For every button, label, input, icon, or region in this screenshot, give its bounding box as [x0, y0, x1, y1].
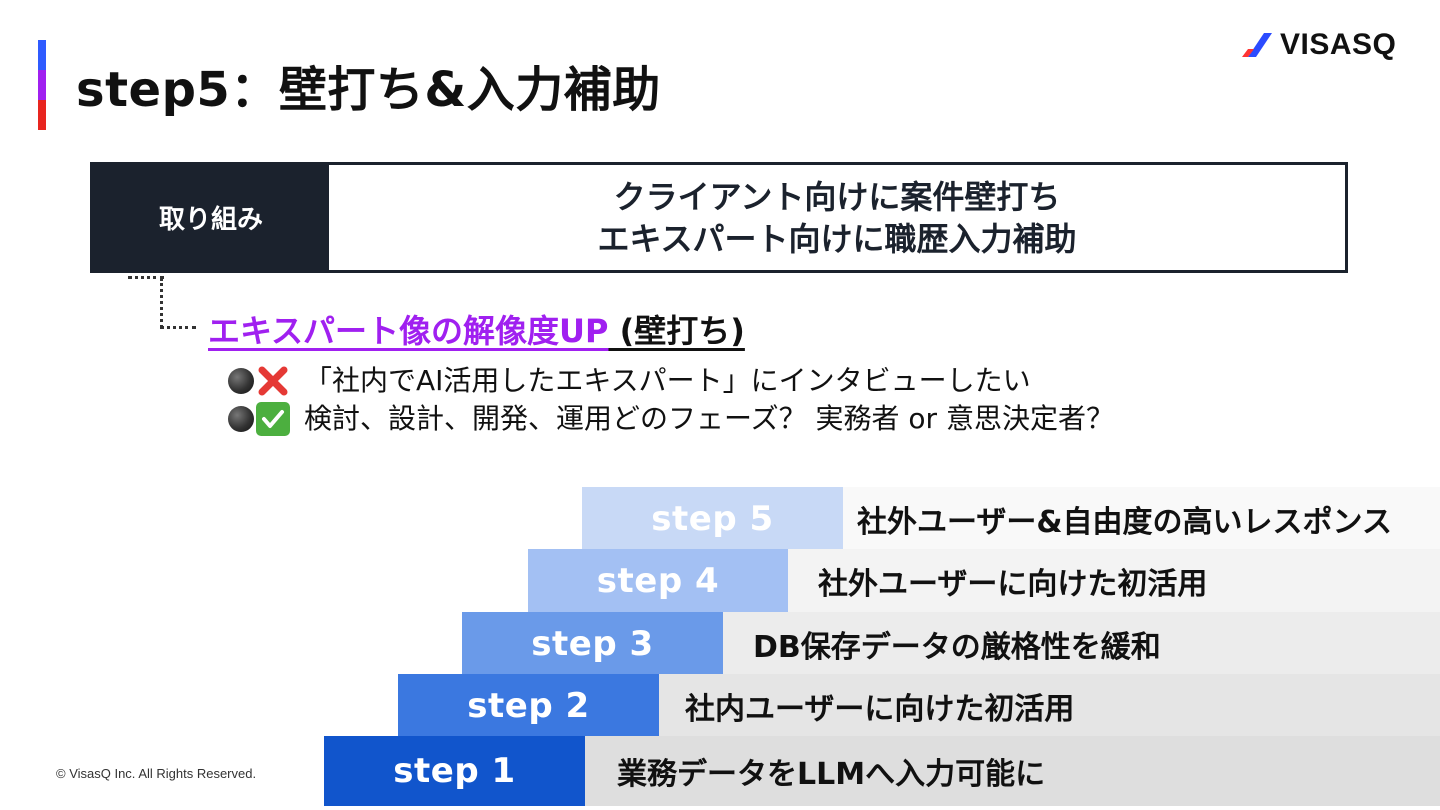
dotted-connector-bottom	[160, 326, 196, 329]
step-2-description: 社内ユーザーに向けた初活用	[659, 674, 1440, 737]
accent-segment-purple	[38, 70, 46, 100]
logo-text: VISASQ	[1280, 28, 1397, 61]
subheading: エキスパート像の解像度UP (壁打ち)	[208, 306, 745, 352]
bullet-item-bad: 「社内でAI活用したエキスパート」にインタビューしたい	[228, 362, 1114, 400]
initiative-line-2: エキスパート向けに職歴入力補助	[597, 219, 1077, 258]
bullet-text-good: 検討、設計、開発、運用どのフェーズ？ 実務者 or 意思決定者？	[304, 402, 1114, 435]
slash-mark-icon	[1242, 33, 1272, 57]
visasq-logo: VISASQ	[1242, 28, 1396, 62]
step-1-description: 業務データをLLMへ入力可能に	[585, 736, 1440, 806]
dotted-connector-top	[128, 276, 164, 279]
step-4-description: 社外ユーザーに向けた初活用	[788, 549, 1440, 612]
bullet-item-good: 検討、設計、開発、運用どのフェーズ？ 実務者 or 意思決定者？	[228, 400, 1114, 438]
black-circle-icon	[228, 368, 254, 394]
step-5-label: step 5	[582, 487, 843, 550]
bullet-text-bad: 「社内でAI活用したエキスパート」にインタビューしたい	[304, 364, 1031, 397]
step-2-label: step 2	[398, 674, 659, 737]
black-circle-icon	[228, 406, 254, 432]
slide-title: step5：壁打ち&入力補助	[76, 62, 661, 118]
initiative-box: 取り組み クライアント向けに案件壁打ち エキスパート向けに職歴入力補助	[90, 162, 1348, 273]
accent-segment-red	[38, 100, 46, 130]
initiative-label: 取り組み	[93, 165, 329, 270]
red-cross-icon	[258, 366, 288, 396]
subheading-highlight: エキスパート像の解像度UP	[208, 312, 609, 350]
step-3-description: DB保存データの厳格性を緩和	[723, 612, 1440, 675]
dotted-connector-vertical	[160, 278, 163, 328]
step-5-description: 社外ユーザー&自由度の高いレスポンス	[843, 487, 1440, 550]
initiative-line-1: クライアント向けに案件壁打ち	[613, 177, 1061, 216]
copyright-footer: © VisasQ Inc. All Rights Reserved.	[56, 766, 257, 781]
subheading-suffix: (壁打ち)	[608, 312, 745, 350]
step-1-label: step 1	[324, 736, 585, 806]
green-check-icon	[256, 402, 290, 436]
step-4-label: step 4	[528, 549, 788, 612]
accent-segment-blue	[38, 40, 46, 70]
step-3-label: step 3	[462, 612, 723, 675]
bullet-list: 「社内でAI活用したエキスパート」にインタビューしたい 検討、設計、開発、運用ど…	[228, 362, 1114, 438]
title-accent-bar	[38, 40, 46, 130]
initiative-content: クライアント向けに案件壁打ち エキスパート向けに職歴入力補助	[329, 165, 1345, 270]
